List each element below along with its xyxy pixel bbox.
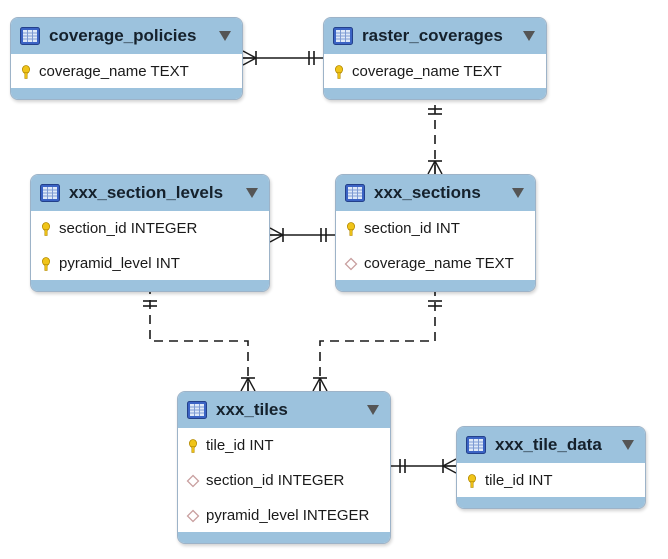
table-footer: [457, 497, 645, 508]
column-list: section_id INTEGER pyramid_level INT: [31, 211, 269, 281]
relationship-coverage-policies-to-raster-coverages[interactable]: [242, 50, 323, 66]
table-footer: [178, 532, 390, 543]
column-list: section_id INT coverage_name TEXT: [336, 211, 535, 281]
dropdown-arrow-icon[interactable]: [366, 404, 380, 416]
column-row[interactable]: coverage_name TEXT: [324, 54, 546, 89]
one-marker: [308, 51, 315, 65]
table-coverage-policies[interactable]: coverage_policies coverage_name TEXT: [10, 17, 243, 100]
column-row[interactable]: tile_id INT: [178, 428, 390, 463]
crows-foot-many-marker: [242, 50, 257, 66]
column-name: coverage_name TEXT: [364, 255, 514, 272]
one-marker: [428, 108, 442, 115]
column-list: coverage_name TEXT: [324, 54, 546, 89]
column-name: section_id INTEGER: [59, 220, 198, 237]
key-icon: [189, 438, 197, 453]
key-icon: [22, 64, 30, 79]
table-icon: [345, 184, 365, 202]
dropdown-arrow-icon[interactable]: [621, 439, 635, 451]
column-list: tile_id INT section_id INTEGER pyramid_lev…: [178, 428, 390, 533]
table-title: coverage_policies: [49, 26, 197, 45]
table-header[interactable]: xxx_tile_data: [457, 427, 645, 463]
table-header[interactable]: xxx_section_levels: [31, 175, 269, 211]
column-name: tile_id INT: [206, 437, 274, 454]
column-name: tile_id INT: [485, 472, 553, 489]
one-marker: [399, 459, 406, 473]
table-header[interactable]: xxx_sections: [336, 175, 535, 211]
table-icon: [187, 401, 207, 419]
diamond-icon: [344, 257, 358, 270]
crows-foot-many-marker: [427, 160, 443, 175]
relationship-xxx-tiles-to-xxx-sections[interactable]: [312, 292, 442, 392]
table-footer: [31, 280, 269, 291]
table-title: xxx_sections: [374, 183, 481, 202]
table-title: xxx_tile_data: [495, 435, 602, 454]
column-row[interactable]: coverage_name TEXT: [336, 246, 535, 281]
table-header[interactable]: raster_coverages: [324, 18, 546, 54]
one-marker: [143, 300, 157, 307]
table-icon: [333, 27, 353, 45]
column-row[interactable]: section_id INTEGER: [178, 463, 390, 498]
column-name: section_id INTEGER: [206, 472, 345, 489]
column-row[interactable]: coverage_name TEXT: [11, 54, 242, 89]
table-icon: [20, 27, 40, 45]
table-raster-coverages[interactable]: raster_coverages coverage_name TEXT: [323, 17, 547, 100]
table-icon: [40, 184, 60, 202]
relationship-xxx-section-levels-to-xxx-sections[interactable]: [269, 227, 335, 243]
table-title: raster_coverages: [362, 26, 503, 45]
table-footer: [324, 88, 546, 99]
diamond-icon: [186, 509, 200, 522]
column-name: coverage_name TEXT: [352, 63, 502, 80]
column-list: coverage_name TEXT: [11, 54, 242, 89]
table-title: xxx_section_levels: [69, 183, 224, 202]
table-header[interactable]: xxx_tiles: [178, 392, 390, 428]
dropdown-arrow-icon[interactable]: [218, 30, 232, 42]
crows-foot-many-marker: [442, 458, 457, 474]
column-name: pyramid_level INTEGER: [206, 507, 370, 524]
column-row[interactable]: pyramid_level INT: [31, 246, 269, 281]
column-row[interactable]: section_id INT: [336, 211, 535, 246]
one-marker: [320, 228, 327, 242]
key-icon: [335, 64, 343, 79]
relationship-xxx-sections-to-raster-coverages[interactable]: [427, 100, 443, 175]
dropdown-arrow-icon[interactable]: [245, 187, 259, 199]
table-xxx-sections[interactable]: xxx_sections section_id INT coverage_name …: [335, 174, 536, 292]
column-name: pyramid_level INT: [59, 255, 180, 272]
column-row[interactable]: tile_id INT: [457, 463, 645, 498]
table-footer: [11, 88, 242, 99]
crows-foot-many-marker: [269, 227, 284, 243]
crows-foot-many-marker: [240, 377, 256, 392]
table-icon: [466, 436, 486, 454]
table-xxx-tile-data[interactable]: xxx_tile_data tile_id INT: [456, 426, 646, 509]
column-row[interactable]: section_id INTEGER: [31, 211, 269, 246]
table-header[interactable]: coverage_policies: [11, 18, 242, 54]
table-title: xxx_tiles: [216, 400, 288, 419]
column-name: coverage_name TEXT: [39, 63, 189, 80]
column-list: tile_id INT: [457, 463, 645, 498]
table-xxx-section-levels[interactable]: xxx_section_levels section_id INTEGER pyra…: [30, 174, 270, 292]
column-name: section_id INT: [364, 220, 460, 237]
relationship-xxx-tile-data-to-xxx-tiles[interactable]: [391, 458, 457, 474]
dropdown-arrow-icon[interactable]: [511, 187, 525, 199]
dropdown-arrow-icon[interactable]: [522, 30, 536, 42]
key-icon: [347, 221, 355, 236]
relationship-xxx-tiles-to-xxx-section-levels[interactable]: [143, 292, 256, 392]
table-footer: [336, 280, 535, 291]
key-icon: [42, 221, 50, 236]
table-xxx-tiles[interactable]: xxx_tiles tile_id INT section_id INTEGER py…: [177, 391, 391, 544]
diamond-icon: [186, 474, 200, 487]
one-marker: [428, 300, 442, 307]
key-icon: [42, 256, 50, 271]
key-icon: [468, 473, 476, 488]
column-row[interactable]: pyramid_level INTEGER: [178, 498, 390, 533]
crows-foot-many-marker: [312, 377, 328, 392]
